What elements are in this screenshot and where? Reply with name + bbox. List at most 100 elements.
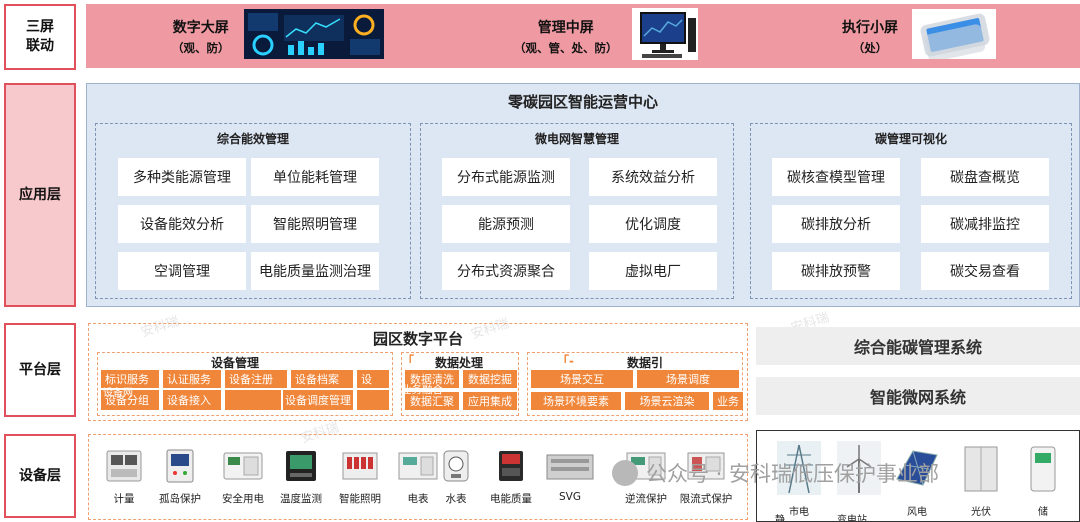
device-item[interactable]: 计量 xyxy=(91,449,157,506)
app-item[interactable]: 分布式能源监测 xyxy=(442,158,570,196)
app-item[interactable]: 虚拟电厂 xyxy=(589,252,717,290)
device-label: 水表 xyxy=(445,493,467,505)
platform-item[interactable] xyxy=(225,390,281,410)
app-item[interactable]: 空调管理 xyxy=(118,252,246,290)
app-item[interactable]: 分布式资源聚合 xyxy=(442,252,570,290)
screen-management-mid: 管理中屏 （观、管、处、防） xyxy=(514,4,698,68)
platform-item[interactable]: 设备注册 xyxy=(225,370,287,388)
device-label: SVG xyxy=(559,491,581,503)
platform-item[interactable]: 场景云渲染 xyxy=(625,392,709,410)
wechat-icon xyxy=(612,460,638,486)
app-item[interactable]: 碳交易查看 xyxy=(921,252,1049,290)
platform-item[interactable]: 设备调度管理 xyxy=(283,390,353,410)
app-item[interactable]: 碳减排监控 xyxy=(921,205,1049,243)
device-label: 电能质量 xyxy=(490,493,532,505)
screens-banner: 数字大屏 （观、防） 管理中屏 （观、管、处、防） xyxy=(86,4,1080,68)
group-energy-efficiency: 综合能效管理 多种类能源管理 单位能耗管理 设备能效分析 智能照明管理 空调管理… xyxy=(95,123,411,299)
platform-item[interactable]: 场景环境要素 xyxy=(531,392,621,410)
group-title: 微电网智慧管理 xyxy=(534,132,619,146)
wechat-watermark: 公众号 · 安科瑞低压保护事业部 xyxy=(612,458,939,488)
platform-item[interactable]: 场景交互 xyxy=(531,370,633,388)
app-item[interactable]: 优化调度 xyxy=(589,205,717,243)
device-item[interactable]: 智能照明 xyxy=(327,449,393,506)
platform-panel: 园区数字平台 设备管理 标识服务 认证服务 设备注册 设备档案 设 设备分组 设… xyxy=(88,323,748,421)
app-item[interactable]: 单位能耗管理 xyxy=(251,158,379,196)
screen-execution-small: 执行小屏 （处） xyxy=(842,4,996,68)
platform-item[interactable]: 设备档案 xyxy=(291,370,353,388)
platform-item[interactable]: 应用集成 xyxy=(463,392,517,410)
data-engine-title: 数据引 xyxy=(627,356,664,370)
device-item[interactable]: 电表 xyxy=(385,449,451,506)
device-item[interactable]: 限流式保护 xyxy=(673,449,739,506)
platform-item[interactable]: 设 xyxy=(357,370,389,388)
battery-cabinet-icon xyxy=(957,441,1005,499)
app-item[interactable]: 碳排放分析 xyxy=(772,205,900,243)
device-label: 孤岛保护 xyxy=(159,493,201,505)
data-processing-title: 数据处理 xyxy=(435,356,484,370)
device-label: 智能照明 xyxy=(339,493,381,505)
platform-item[interactable]: 设备接入 xyxy=(163,390,221,410)
watermark-text: 公众号 · 安科瑞低压保护事业部 xyxy=(646,462,940,486)
device-item[interactable]: 孤岛保护 xyxy=(147,449,213,506)
device-label: 计量 xyxy=(113,493,135,505)
app-item[interactable]: 碳排放预警 xyxy=(772,252,900,290)
app-item[interactable]: 碳盘查概览 xyxy=(921,158,1049,196)
device-item[interactable]: SVG xyxy=(537,449,603,503)
energy-item[interactable]: 储 xyxy=(1019,441,1067,518)
energy-label: 风电 xyxy=(907,507,927,518)
platform-title: 园区数字平台 xyxy=(372,330,463,348)
smart-lighting-icon xyxy=(327,449,393,487)
grid-tower-icon xyxy=(775,441,823,499)
data-processing-frame xyxy=(401,352,519,416)
app-item[interactable]: 碳核查模型管理 xyxy=(772,158,900,196)
app-item[interactable]: 多种类能源管理 xyxy=(118,158,246,196)
platform-item[interactable]: 设备分组 xyxy=(101,390,159,410)
platform-item[interactable]: 数据汇聚 xyxy=(405,392,459,410)
platform-item[interactable]: 数据挖掘 xyxy=(463,370,517,388)
platform-item[interactable]: 认证服务 xyxy=(163,370,221,388)
application-panel: 零碳园区智能运营中心 综合能效管理 多种类能源管理 单位能耗管理 设备能效分析 … xyxy=(86,83,1080,307)
solar-panel-icon xyxy=(893,441,941,499)
device-item[interactable]: 安全用电 xyxy=(210,449,276,506)
energy-item[interactable] xyxy=(835,441,883,503)
device-label: 安全用电 xyxy=(222,493,264,505)
bracket-mark: 「 xyxy=(402,354,415,368)
platform-item[interactable]: 数据清洗 xyxy=(405,370,459,388)
energy-label: 光伏 xyxy=(971,507,991,518)
app-item[interactable]: 能源预测 xyxy=(442,205,570,243)
system-carbon-energy[interactable]: 综合能碳管理系统 xyxy=(756,327,1080,365)
device-label: 电表 xyxy=(407,493,429,505)
group-title: 综合能效管理 xyxy=(216,132,289,146)
device-management-title: 设备管理 xyxy=(211,356,260,370)
charging-pile-icon xyxy=(1019,441,1067,499)
app-item[interactable]: 设备能效分析 xyxy=(118,205,246,243)
electric-meter-icon xyxy=(385,449,451,487)
dashboard-screen-icon xyxy=(243,9,384,63)
device-item[interactable]: 水表 xyxy=(423,449,489,506)
platform-item[interactable]: 业务 xyxy=(713,392,743,410)
app-item[interactable]: 智能照明管理 xyxy=(251,205,379,243)
temperature-monitor-icon xyxy=(268,449,334,487)
power-quality-icon xyxy=(478,449,544,487)
energy-item[interactable]: 光伏 xyxy=(957,441,1005,518)
business-fusion-overlay: 业务融合 xyxy=(401,384,443,396)
energy-extra-label: 静 xyxy=(775,515,785,522)
group-microgrid: 微电网智慧管理 分布式能源监测 系统效益分析 能源预测 优化调度 分布式资源聚合… xyxy=(420,123,734,299)
platform-item[interactable]: 场景调度 xyxy=(637,370,739,388)
energy-label: 储 xyxy=(1038,507,1048,518)
current-limiting-protection-icon xyxy=(673,449,739,487)
energy-item[interactable]: 市电 xyxy=(775,441,823,518)
device-item[interactable]: 电能质量 xyxy=(478,449,544,506)
app-item[interactable]: 电能质量监测治理 xyxy=(251,252,379,290)
system-smart-microgrid[interactable]: 智能微网系统 xyxy=(756,377,1080,415)
device-label: 限流式保护 xyxy=(679,493,733,505)
device-management-frame xyxy=(97,352,393,416)
app-item[interactable]: 系统效益分析 xyxy=(589,158,717,196)
energy-extra-label: 变电站 xyxy=(837,515,867,522)
platform-item[interactable] xyxy=(357,390,389,410)
screen-subtitle: （处） xyxy=(852,40,888,55)
screen-title: 执行小屏 xyxy=(842,19,898,36)
energy-item[interactable]: 风电 xyxy=(893,441,941,518)
platform-item[interactable]: 标识服务 xyxy=(101,370,159,388)
device-item[interactable]: 温度监测 xyxy=(268,449,334,506)
